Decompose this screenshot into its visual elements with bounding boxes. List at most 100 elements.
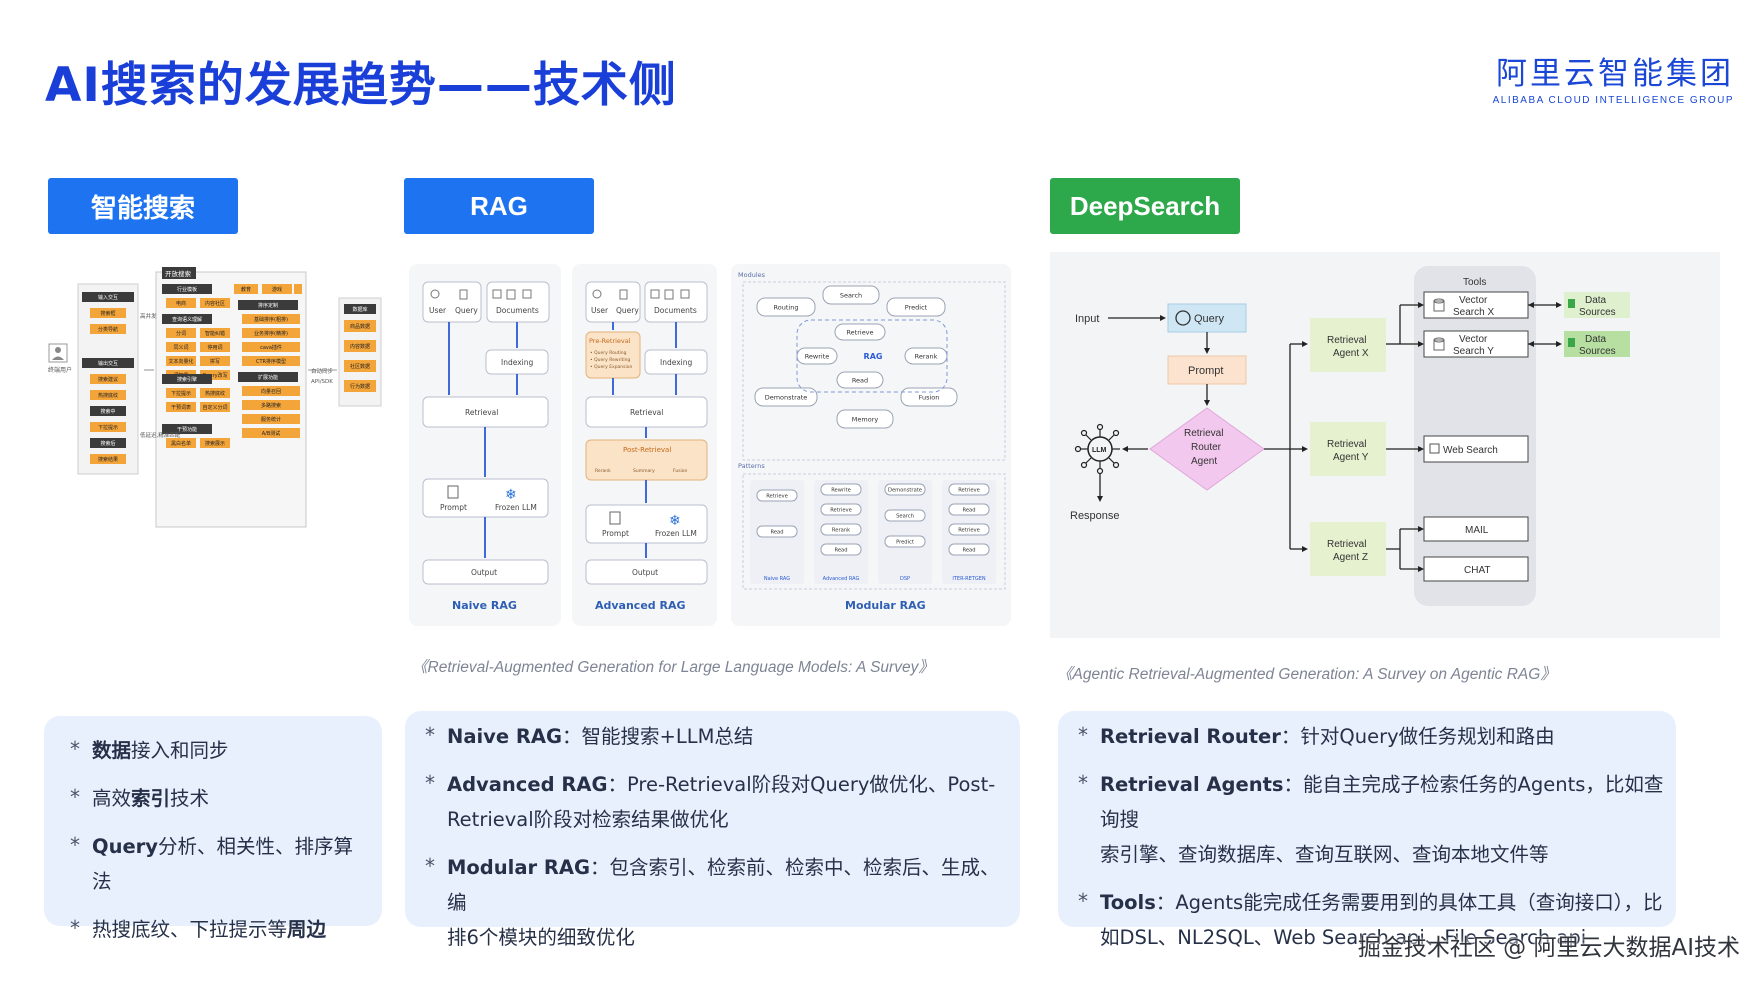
figure-box-label: 搜索建议 [98,376,118,383]
rag-item-modular: Modular RAG：包含索引、检索前、检索中、检索后、生成、编排6个模块的细… [419,849,1010,955]
figure-box-label: 内容社区 [205,300,225,307]
svg-text:Router: Router [1191,442,1222,453]
figure-box-label: 行为数据 [350,383,370,390]
figure-box-label: 内容数据 [350,343,370,350]
figure-box-label: 搜索结果 [98,456,118,463]
figure-box-label: Predict [896,539,914,545]
page-title: AI搜索的发展趋势——技术侧 [45,58,677,113]
figure-box-label: 干预词表 [171,404,191,411]
figure-box-label: CTR排序模型 [256,358,286,365]
figure-box-label: 向量召回 [261,388,281,395]
figure-box-label: 教育 [241,286,251,293]
ss-main-title: 开放搜索 [165,269,192,278]
figure-box-label: Retrieve [766,493,788,499]
agentic-rag-figure: Input Query Prompt Retrieval Router Agen… [1050,252,1720,638]
figure-box-label: 停用词 [207,344,222,351]
figure-box-label: 智能纠错 [205,330,225,337]
figure-box-label: 电商 [176,300,186,307]
deep-item-tools: Tools：Agents能完成任务需要用到的具体工具（查询接口），比如DSL、N… [1072,884,1668,955]
figure-box-label: 扩展功能 [258,374,278,381]
figure-box-label: Read [770,529,783,535]
pattern-label: ITER-RETGEN [952,576,985,582]
svg-text:Fusion: Fusion [673,468,688,474]
svg-text:❄: ❄ [505,487,517,503]
svg-text:Indexing: Indexing [501,358,533,367]
svg-text:Data: Data [1585,334,1607,345]
smart-item-2: 高效索引技术 [64,780,368,816]
svg-text:Modules: Modules [738,271,766,279]
svg-text:Pre-Retrieval: Pre-Retrieval [589,337,631,345]
svg-text:CHAT: CHAT [1464,565,1490,576]
deep-caption: 《Agentic Retrieval-Augmented Generation:… [1057,666,1556,683]
figure-box-label: 输出交互 [98,360,118,367]
figure-box-label: 自定义分词 [202,404,227,411]
advanced-rag-diagram: User Query Documents Pre-Retrieval • Que… [585,281,708,612]
svg-text:❄: ❄ [669,513,681,529]
figure-box-label: Rerank [832,527,850,533]
figure-box-label: Rewrite [831,487,851,493]
figure-box-label: Retrieve [958,527,980,533]
figure-box-label: Read [834,547,847,553]
smart-search-architecture-figure: 输入交互搜索框分类导航输出交互搜索建议热搜底纹搜索中下拉提示搜索后搜索结果 终端… [44,262,384,532]
rag-item-advanced: Advanced RAG：Pre-Retrieval阶段对Query做优化、Po… [419,766,1010,837]
svg-text:Vector: Vector [1459,334,1488,345]
deep-item-agents: Retrieval Agents：能自主完成子检索任务的Agents，比如查询搜… [1072,766,1668,872]
figure-box-label: 社区数据 [350,363,370,370]
figure-box-label: 拼写 [210,358,220,365]
figure-box-label: 行业模板 [177,286,197,293]
ss-user-label: 终端用户 [48,366,72,374]
svg-text:Patterns: Patterns [738,462,765,470]
figure-box-label: 搜索框 [100,310,115,317]
svg-text:Vector: Vector [1459,295,1488,306]
figure-box-label: Search [840,291,862,299]
figure-box-label: Demonstrate [765,393,808,401]
figure-box-label: Rerank [915,352,938,360]
svg-text:Rerank: Rerank [595,468,611,474]
tag-smart-search: 智能搜索 [48,178,238,234]
figure-box-label: Fusion [919,393,940,401]
input-label: Input [1075,313,1099,325]
figure-box-label: 商品数据 [350,323,370,330]
ss-mid-1: 高并发 [140,312,157,320]
figure-box-label: Rewrite [805,352,830,360]
svg-text:Summary: Summary [633,468,655,474]
rag-paradigms-figure: User Query Documents Indexing Retrieval … [405,262,1011,626]
figure-box-label: 黑白名单 [171,440,191,447]
deep-item-router: Retrieval Router：针对Query做任务规划和路由 [1072,718,1668,754]
figure-box-label: 热搜底纹 [98,392,118,399]
deepsearch-summary-box: Retrieval Router：针对Query做任务规划和路由 Retriev… [1058,711,1676,949]
advanced-rag-label: Advanced RAG [595,599,686,612]
ss-mid-2: 低延迟,精准匹配 [140,431,181,439]
svg-text:LLM: LLM [1092,447,1107,454]
ss-mid-4: API/SDK [311,379,333,385]
figure-box-label: Predict [905,303,928,311]
rag-summary-box: Naive RAG：智能搜索+LLM总结 Advanced RAG：Pre-Re… [405,711,1020,949]
tag-rag: RAG [404,178,594,234]
company-logo: 阿里云智能集团 ALIBABA CLOUD INTELLIGENCE GROUP [1493,48,1734,106]
figure-box-label: Retrieve [830,507,852,513]
svg-text:Prompt: Prompt [440,503,467,512]
rag-caption: 《Retrieval-Augmented Generation for Larg… [412,659,934,676]
figure-box-label: 搜索中 [100,408,115,415]
svg-text:Retrieval: Retrieval [1327,439,1366,450]
figure-box-label: 搜索后 [100,440,115,447]
figure-box-label: Search [896,513,914,519]
figure-box-label: Retrieve [846,328,873,336]
figure-box-label: Read [852,376,868,384]
figure-box-label: 数据库 [352,306,367,313]
svg-text:Documents: Documents [496,306,539,315]
svg-text:Agent: Agent [1191,456,1217,467]
figure-box-label: 同义词 [173,344,188,351]
tag-deepsearch: DeepSearch [1050,178,1240,234]
figure-box-label: 输入交互 [98,294,118,301]
svg-text:Retrieval: Retrieval [465,408,498,417]
figure-box-label: 游戏 [272,286,282,293]
figure-box-label: 分词 [176,330,186,337]
figure-box-label: Query改写 [202,372,227,379]
svg-text:Output: Output [471,568,497,577]
svg-text:Post-Retrieval: Post-Retrieval [623,446,671,454]
svg-text:User: User [429,306,447,315]
figure-box-label: 排序定制 [258,302,278,309]
response-label: Response [1070,510,1120,522]
